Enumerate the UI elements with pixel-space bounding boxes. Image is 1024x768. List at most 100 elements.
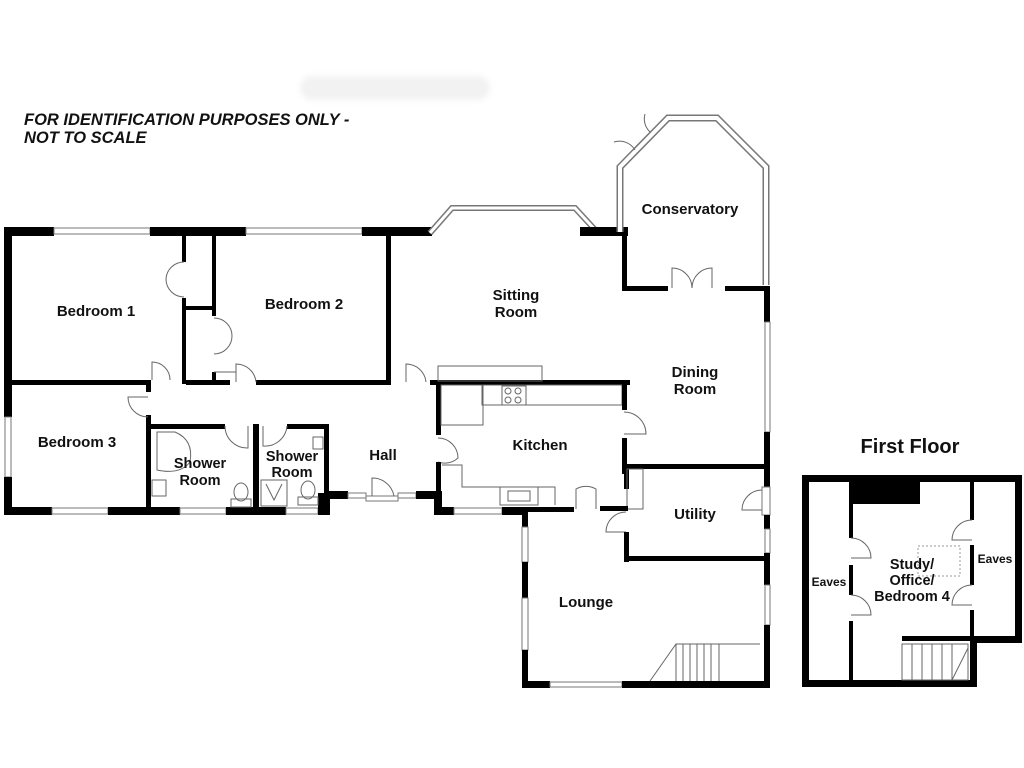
window [764, 321, 771, 433]
front-door[interactable] [371, 477, 395, 497]
wall [151, 424, 225, 429]
first-floor-plan: First Floor [802, 436, 1022, 687]
wall [970, 482, 974, 520]
eaves-right-door-lower[interactable] [951, 584, 973, 606]
window [549, 681, 623, 688]
wall [802, 475, 1022, 482]
wall [522, 681, 550, 688]
wall [212, 236, 216, 316]
utility-back-door[interactable] [741, 489, 763, 511]
bay-window [427, 205, 601, 236]
room-label-shower-room-2-line2: Room [271, 465, 312, 481]
wall [212, 372, 216, 384]
staircase [649, 643, 760, 682]
wall [4, 477, 12, 515]
shower-tray [260, 479, 288, 507]
room-label-shower-room-1-line1: Shower [174, 456, 227, 472]
room-label-sitting-room-line2: Room [495, 304, 538, 321]
cupboard-door[interactable] [213, 317, 233, 355]
wall [1015, 475, 1022, 643]
window [397, 492, 417, 499]
wall [522, 562, 528, 598]
wall [146, 415, 151, 512]
wall [436, 462, 441, 495]
shower1-door[interactable] [224, 425, 249, 449]
loft-hatch [917, 545, 961, 577]
wall [902, 636, 974, 641]
wall [182, 306, 214, 310]
corner-shower-tray [156, 431, 192, 472]
room-label-hall: Hall [369, 447, 397, 464]
wall [146, 380, 151, 392]
room-label-eaves-left: Eaves [812, 575, 847, 589]
wall [328, 491, 348, 499]
first-floor-title: First Floor [861, 436, 960, 458]
sitting-room-door[interactable] [405, 363, 427, 383]
wall [600, 506, 628, 511]
wall [624, 556, 768, 561]
room-label-utility: Utility [674, 506, 716, 523]
wall [430, 380, 630, 385]
room-label-study-line3: Bedroom 4 [874, 589, 950, 605]
conservatory-door[interactable] [613, 113, 651, 151]
eaves-left-door-lower[interactable] [850, 594, 872, 616]
window [53, 227, 151, 235]
disclaimer-line-1: FOR IDENTIFICATION PURPOSES ONLY - [24, 111, 350, 129]
room-label-bedroom-2: Bedroom 2 [265, 296, 343, 313]
window [521, 597, 529, 651]
conservatory-double-door[interactable] [671, 267, 713, 289]
ground-floor-plan: Bedroom 1 Bedroom 2 Bedroom 3 Shower Roo… [4, 113, 771, 688]
shower2-door[interactable] [262, 425, 288, 447]
disclaimer-text: FOR IDENTIFICATION PURPOSES ONLY - NOT T… [24, 111, 349, 147]
wall [386, 236, 391, 385]
window [179, 507, 227, 515]
wall [434, 491, 442, 515]
wall [802, 475, 809, 686]
wall [324, 424, 329, 496]
room-label-lounge: Lounge [559, 594, 613, 611]
wall [182, 298, 186, 384]
wall [253, 424, 259, 512]
dining-door[interactable] [623, 411, 647, 435]
front-door-frame [365, 495, 399, 502]
lounge-door[interactable] [575, 485, 597, 509]
toilet [300, 480, 316, 500]
disclaimer-line-2: NOT TO SCALE [24, 129, 147, 147]
wall [287, 424, 327, 429]
wall [436, 385, 441, 435]
window [285, 507, 319, 515]
counter [437, 365, 543, 382]
utility-door[interactable] [605, 511, 627, 533]
kitchen-door[interactable] [437, 437, 459, 464]
room-label-shower-room-1-line2: Room [179, 473, 220, 489]
bedroom1-door[interactable] [151, 361, 171, 381]
room-label-study-line2: Office/ [889, 573, 934, 589]
wall [970, 636, 977, 686]
window [764, 528, 771, 554]
wall [4, 380, 150, 385]
window [4, 416, 12, 478]
wall [580, 227, 628, 236]
wall [622, 438, 627, 474]
worktop [481, 384, 623, 406]
bedroom3-door[interactable] [127, 396, 149, 418]
wall [764, 515, 770, 529]
room-label-eaves-right: Eaves [978, 552, 1013, 566]
wall [522, 650, 528, 688]
wall [622, 286, 668, 291]
eaves-left-door-upper[interactable] [850, 537, 872, 559]
room-label-bedroom-1: Bedroom 1 [57, 303, 135, 320]
wall [522, 507, 528, 527]
wall [622, 380, 627, 410]
bedroom2-door[interactable] [235, 363, 257, 383]
sink-icon [499, 486, 539, 506]
worktop [442, 464, 556, 505]
wall [764, 553, 770, 585]
wall [849, 621, 853, 681]
eaves-right-door-upper[interactable] [951, 519, 973, 541]
wall [970, 610, 974, 640]
wall [186, 380, 230, 385]
room-label-dining-room-line1: Dining [672, 364, 719, 381]
wardrobe-door[interactable] [165, 261, 185, 298]
